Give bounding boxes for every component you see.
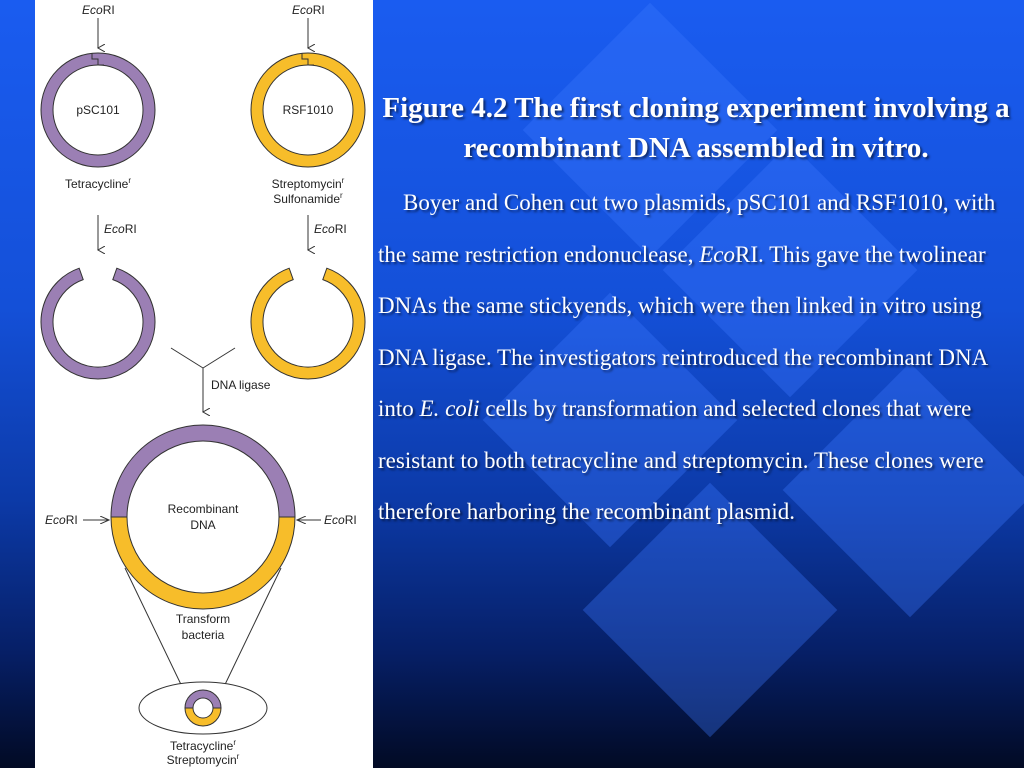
body-text-2: RI. This gave the twolinear DNAs the sam… xyxy=(378,241,987,422)
recombinant-label-line1: Recombinant xyxy=(168,502,239,516)
recombinant-yellow-half xyxy=(110,516,296,610)
join-line xyxy=(202,347,236,369)
slide-body: Boyer and Cohen cut two plasmids, pSC101… xyxy=(378,177,1014,538)
cut-psc101-ring xyxy=(40,267,156,380)
sulfonamide-marker-label: Sulfonamider xyxy=(273,191,343,206)
ecori-label-top-right: EcoRI xyxy=(292,3,325,17)
plasmid-rsf1010-label: RSF1010 xyxy=(283,103,334,117)
transform-label-line2: bacteria xyxy=(182,628,225,642)
cloning-diagram: EcoRI EcoRI pSC101 Tetracycliner RSF1010… xyxy=(40,3,366,767)
ecori-label-mid-left: EcoRI xyxy=(104,222,137,236)
cut-rsf1010-ring xyxy=(250,267,366,380)
final-tetracycline-label: Tetracycliner xyxy=(170,738,236,753)
svg-text:EcoRI: EcoRI xyxy=(45,513,78,527)
projection-line xyxy=(124,567,188,698)
svg-text:EcoRI: EcoRI xyxy=(82,3,115,17)
svg-text:EcoRI: EcoRI xyxy=(324,513,357,527)
projection-line xyxy=(218,567,282,698)
ecori-site-mark xyxy=(91,53,104,66)
body-text-3: cells by transformation and selected clo… xyxy=(378,396,984,524)
bacterium-cell xyxy=(138,681,268,735)
body-ecoli-italic: E. coli xyxy=(419,396,480,421)
final-streptomycin-label: Streptomycinr xyxy=(167,752,240,767)
ecori-label-right: EcoRI xyxy=(324,513,357,527)
text-panel: Figure 4.2 The first cloning experiment … xyxy=(378,88,1014,538)
tetracycline-marker-label: Tetracycliner xyxy=(65,176,131,191)
body-eco-italic: Eco xyxy=(699,241,736,267)
dna-ligase-label: DNA ligase xyxy=(211,378,271,392)
join-line xyxy=(170,347,204,369)
slide-title: Figure 4.2 The first cloning experiment … xyxy=(382,92,1010,164)
streptomycin-marker-label: Streptomycinr xyxy=(272,176,345,191)
ecori-label-mid-right: EcoRI xyxy=(314,222,347,236)
recombinant-label-line2: DNA xyxy=(190,518,215,532)
svg-text:EcoRI: EcoRI xyxy=(104,222,137,236)
figure-panel: EcoRI EcoRI pSC101 Tetracycliner RSF1010… xyxy=(35,0,373,768)
ecori-site-mark xyxy=(301,53,314,66)
transform-label-line1: Transform xyxy=(176,612,230,626)
ecori-label-left: EcoRI xyxy=(45,513,78,527)
svg-text:EcoRI: EcoRI xyxy=(292,3,325,17)
plasmid-psc101-label: pSC101 xyxy=(76,103,120,117)
svg-text:EcoRI: EcoRI xyxy=(314,222,347,236)
small-plasmid-yellow xyxy=(184,707,222,727)
body-text-1: Boyer and Cohen cut two plasmids, pSC101… xyxy=(378,190,996,267)
ecori-label-top-left: EcoRI xyxy=(82,3,115,17)
